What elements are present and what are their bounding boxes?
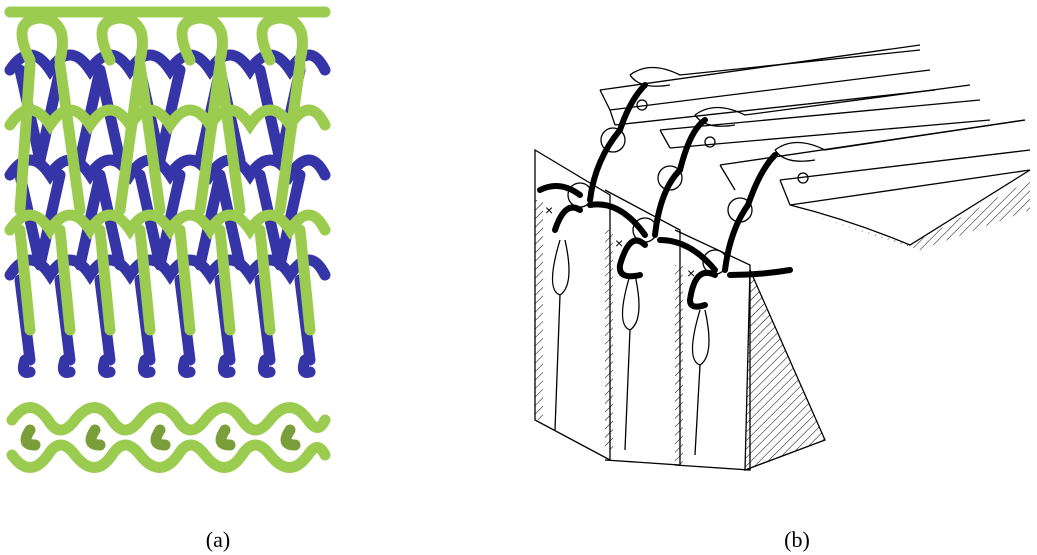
svg-text:×: × (545, 202, 553, 218)
knit-top-view (12, 408, 325, 468)
caption-b: (b) (767, 527, 827, 553)
caption-a: (a) (188, 527, 248, 553)
knit-structure-illustration (0, 0, 350, 500)
knit-face-view (10, 12, 325, 373)
svg-text:×: × (615, 235, 623, 251)
needle-loop-drawing: × × × (520, 30, 1035, 480)
